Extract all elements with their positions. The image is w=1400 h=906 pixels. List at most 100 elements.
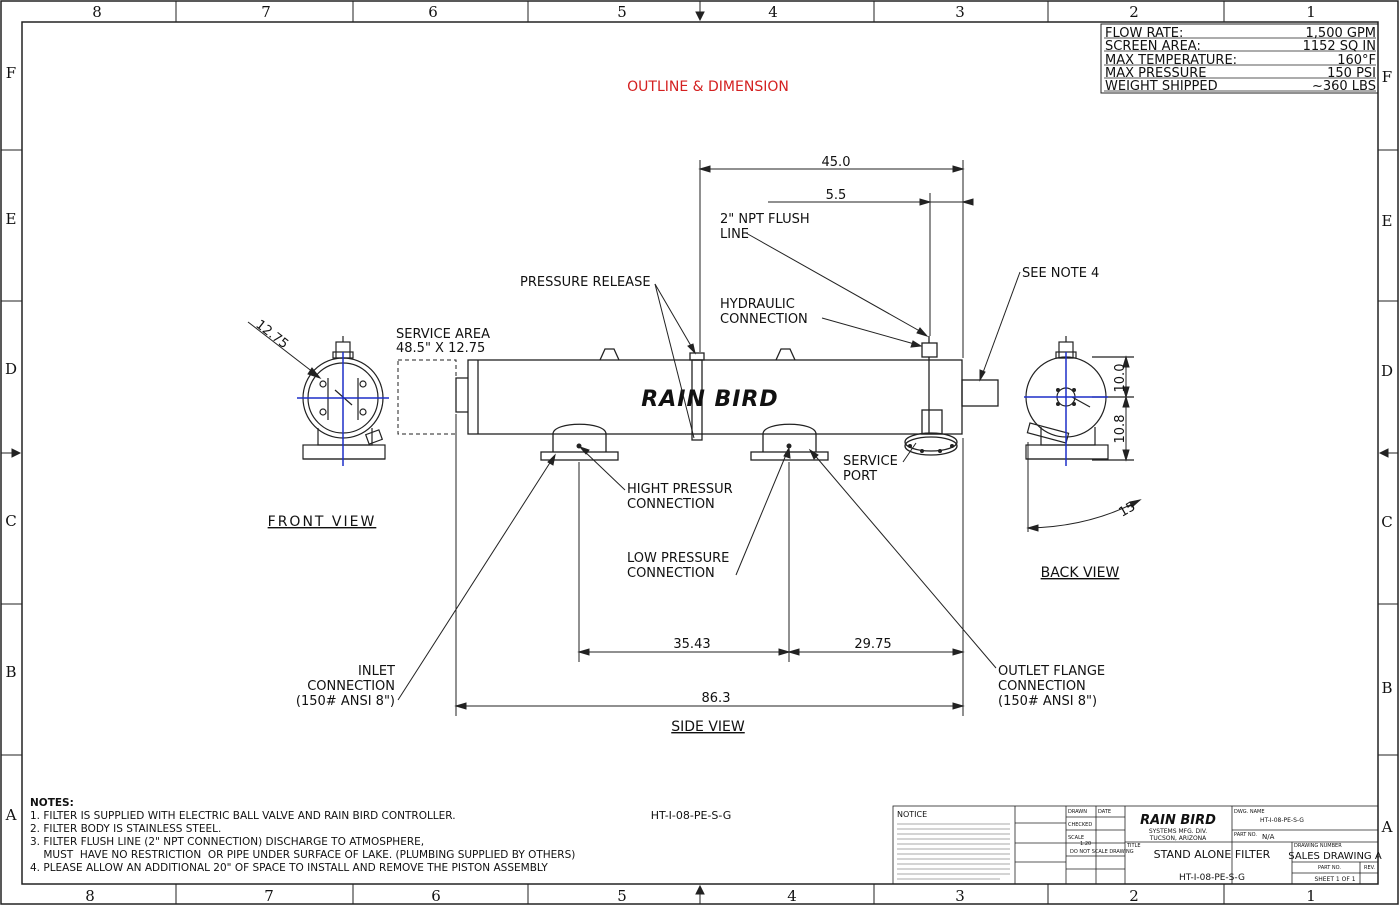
tb-dwg-name: HT-I-08-PE-S-G (1260, 817, 1304, 824)
callout-inlet-1: INLET (358, 664, 395, 679)
spec-value-weight-shipped: ~360 LBS (1312, 79, 1376, 94)
zone-row-d-left: D (5, 360, 17, 378)
front-view-dim-12-75 (247, 321, 322, 380)
service-area-label-1: SERVICE AREA (396, 327, 490, 342)
back-view-label: BACK VIEW (1041, 565, 1120, 581)
tb-brand: RAIN BIRD (1140, 813, 1216, 828)
service-area-label-2: 48.5" X 12.75 (396, 341, 485, 356)
tb-city: TUCSON, ARIZONA (1149, 835, 1207, 842)
leader-see-note-4 (979, 271, 1021, 382)
zone-row-e-left: E (6, 210, 17, 228)
tb-company: SYSTEMS MFG. DIV. (1149, 828, 1207, 835)
zone-labels-top: 8 7 6 5 4 3 2 1 (92, 3, 1316, 21)
tb-sales-drawing: SALES DRAWING A (1288, 851, 1382, 862)
note-3-cont: MUST HAVE NO RESTRICTION OR PIPE UNDER S… (30, 849, 575, 861)
leader-high-pressure (578, 445, 626, 491)
callout-inlet-2: CONNECTION (307, 679, 395, 694)
callout-pressure-release: PRESSURE RELEASE (520, 275, 651, 290)
callout-high-pressure-2: CONNECTION (627, 497, 715, 512)
zone-row-c-right: C (1381, 513, 1392, 531)
zone-col-7-bottom: 7 (264, 887, 274, 905)
zone-col-3-bottom: 3 (955, 887, 965, 905)
callout-outlet-3: (150# ANSI 8") (998, 694, 1097, 709)
tb-part-no: N/A (1262, 833, 1275, 841)
zone-row-f-right: F (1382, 68, 1392, 86)
back-view-bolts (1056, 388, 1076, 406)
zone-labels-bottom: 8 7 6 5 4 3 2 1 (85, 887, 1316, 905)
tb-sheet: SHEET 1 OF 1 (1314, 876, 1355, 883)
tb-date-label: DATE (1098, 809, 1111, 815)
zone-row-b-right: B (1381, 679, 1392, 697)
zone-col-7-top: 7 (261, 3, 271, 21)
zone-col-2-top: 2 (1129, 3, 1139, 21)
specs-table: FLOW RATE: 1,500 GPM SCREEN AREA: 1152 S… (1100, 23, 1379, 94)
tb-part-no-label-top: PART NO. (1234, 832, 1257, 838)
callout-hydraulic-1: HYDRAULIC (720, 297, 795, 312)
callout-inlet-3: (150# ANSI 8") (296, 694, 395, 709)
dim-45: 45.0 (822, 155, 851, 170)
note-2: 2. FILTER BODY IS STAINLESS STEEL. (30, 823, 221, 835)
callout-service-port-1: SERVICE (843, 454, 898, 469)
zone-row-b-left: B (5, 663, 16, 681)
tb-do-not-scale: DO NOT SCALE DRAWING (1070, 849, 1134, 855)
brand-logo: RAIN BIRD (641, 387, 778, 412)
dim-10-0: 10.0 (1113, 364, 1128, 393)
spec-value-screen-area: 1152 SQ IN (1303, 39, 1376, 54)
tb-title-label: TITLE (1126, 843, 1141, 849)
dim-12-75: 12.75 (253, 317, 292, 352)
dim-29-75: 29.75 (854, 637, 891, 652)
tb-scale-label: SCALE (1068, 835, 1084, 841)
leader-low-pressure (735, 446, 791, 576)
leader-pressure-release (654, 283, 696, 439)
callout-outlet-1: OUTLET FLANGE (998, 664, 1105, 679)
spec-value-max-temperature: 160°F (1337, 53, 1376, 68)
tb-dwg-number-value: HT-I-08-PE-S-G (1179, 873, 1245, 883)
tb-dwg-name-label: DWG. NAME (1234, 809, 1264, 815)
spec-label-screen-area: SCREEN AREA: (1105, 39, 1201, 54)
callout-flush-line-1: 2" NPT FLUSH (720, 212, 810, 227)
dim-10-8: 10.8 (1113, 415, 1128, 444)
zone-col-4-bottom: 4 (787, 887, 797, 905)
spec-label-max-pressure: MAX PRESSURE (1105, 66, 1207, 81)
notes-block: NOTES: 1. FILTER IS SUPPLIED WITH ELECTR… (30, 797, 575, 874)
back-view-centerlines (1024, 352, 1108, 466)
zone-row-a-left: A (5, 806, 17, 824)
zone-col-3-top: 3 (955, 3, 965, 21)
zone-col-8-bottom: 8 (85, 887, 95, 905)
bottom-dimension-lines (454, 414, 965, 716)
callout-flush-line-2: LINE (720, 227, 749, 242)
drawing-title: OUTLINE & DIMENSION (627, 79, 789, 95)
zone-col-6-bottom: 6 (431, 887, 441, 905)
callout-low-pressure-1: LOW PRESSURE (627, 551, 729, 566)
notes-heading: NOTES: (30, 797, 74, 809)
leader-flush-line (745, 232, 929, 337)
leader-inlet (397, 453, 556, 701)
tb-drawn-label: DRAWN (1068, 809, 1087, 815)
tb-checked-label: CHECKED (1068, 822, 1092, 828)
service-port-bolts (908, 444, 954, 453)
inner-border (21, 21, 1379, 885)
zone-col-1-top: 1 (1306, 3, 1316, 21)
tb-part-no-label: PART NO. (1318, 865, 1341, 871)
front-view-centerlines (297, 352, 389, 466)
zone-col-5-top: 5 (617, 3, 627, 21)
side-view-body (455, 336, 999, 461)
dim-5-5: 5.5 (826, 188, 847, 203)
spec-label-flow-rate: FLOW RATE: (1105, 26, 1183, 41)
support-dots (576, 443, 792, 449)
zone-row-e-right: E (1382, 212, 1393, 230)
callout-outlet-2: CONNECTION (998, 679, 1086, 694)
tb-rev-label: REV. (1364, 865, 1375, 871)
spec-value-max-pressure: 150 PSI (1327, 66, 1376, 81)
tb-notice-fineprint (897, 823, 1010, 880)
zone-row-c-left: C (5, 512, 16, 530)
zone-col-5-bottom: 5 (617, 887, 627, 905)
zone-row-a-right: A (1381, 818, 1393, 836)
zone-col-1-bottom: 1 (1306, 887, 1316, 905)
spec-label-weight-shipped: WEIGHT SHIPPED (1105, 79, 1218, 94)
spec-label-max-temperature: MAX TEMPERATURE: (1105, 53, 1237, 68)
leader-hydraulic (821, 317, 923, 348)
drawing-code: HT-I-08-PE-S-G (651, 809, 732, 822)
